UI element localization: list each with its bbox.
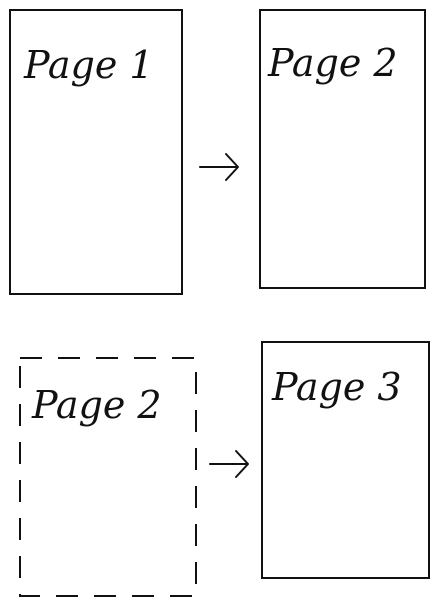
page-box [9, 9, 183, 295]
page-box-dashed [19, 357, 197, 597]
page-box [261, 341, 430, 579]
page-card-1: Page 1 [9, 9, 183, 295]
page-label: Page 1 [23, 43, 154, 87]
page-box [259, 9, 426, 289]
arrow-right-icon [199, 153, 239, 181]
page-card-2: Page 2 [259, 9, 426, 289]
page-label: Page 3 [271, 365, 402, 409]
page-card-2-dashed: Page 2 [19, 357, 197, 597]
page-label: Page 2 [31, 383, 162, 427]
arrow-right-icon [209, 450, 249, 478]
page-card-3: Page 3 [261, 341, 430, 579]
page-label: Page 2 [267, 41, 398, 85]
